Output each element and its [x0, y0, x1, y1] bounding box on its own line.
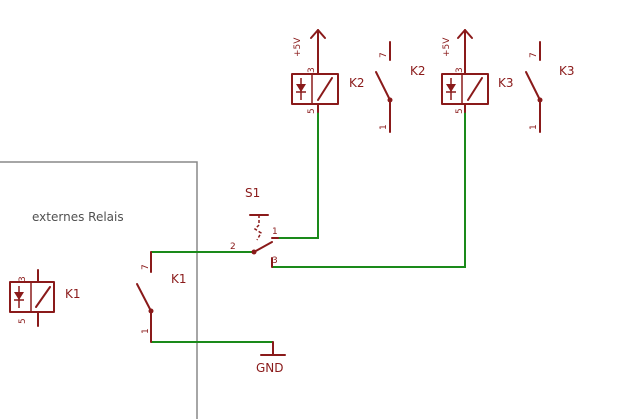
k2-contact-label: K2 — [410, 64, 426, 78]
s1-pin-b: 3 — [272, 256, 278, 266]
k2-coil-pin-top: 3 — [307, 67, 317, 73]
k2-coil-label: K2 — [349, 76, 365, 90]
s1-label: S1 — [245, 186, 260, 200]
k2-contact-pin-top: 7 — [379, 52, 389, 58]
k2-supply-label: +5V — [293, 37, 303, 57]
k1-contact-pin-bottom: 1 — [141, 328, 151, 334]
k2-supply-arrow-icon — [310, 29, 326, 39]
k1-contact: 7 1 K1 — [136, 251, 187, 343]
k1-contact-label: K1 — [171, 272, 187, 286]
k3-coil-pin-top: 3 — [455, 67, 465, 73]
k3-contact: 7 1 K3 — [525, 41, 575, 133]
k3-supply-label: +5V — [442, 37, 452, 57]
ground-symbol: GND — [256, 341, 286, 375]
wire-k2-to-s1 — [272, 112, 319, 239]
k1-coil: 3 5 K1 — [9, 269, 81, 327]
wires — [151, 112, 466, 343]
k3-supply-arrow-icon — [457, 29, 473, 39]
s1-switch: S1 2 1 3 — [230, 186, 279, 268]
wire-k3-to-s1 — [272, 112, 466, 268]
k3-coil-label: K3 — [498, 76, 514, 90]
ground-label: GND — [256, 361, 284, 375]
external-relay-frame: externes Relais — [0, 161, 198, 419]
k1-coil-pin-bottom: 5 — [18, 318, 28, 324]
k3-coil: +5V 3 5 K3 — [441, 29, 514, 114]
k2-coil-pin-bottom: 5 — [307, 108, 317, 114]
k2-contact: 7 1 K2 — [375, 41, 426, 133]
external-relay-title: externes Relais — [32, 210, 124, 224]
k3-coil-pin-bottom: 5 — [455, 108, 465, 114]
k1-coil-label: K1 — [65, 287, 81, 301]
k1-contact-pin-top: 7 — [141, 264, 151, 270]
k1-coil-pin-top: 3 — [18, 276, 28, 282]
s1-pin-a: 1 — [272, 227, 278, 237]
k3-contact-label: K3 — [559, 64, 575, 78]
k3-contact-pin-bottom: 1 — [529, 124, 539, 130]
k3-contact-pin-top: 7 — [529, 52, 539, 58]
k2-coil: +5V 3 5 K2 — [291, 29, 365, 114]
s1-pin-common: 2 — [230, 242, 236, 252]
k2-contact-pin-bottom: 1 — [379, 124, 389, 130]
